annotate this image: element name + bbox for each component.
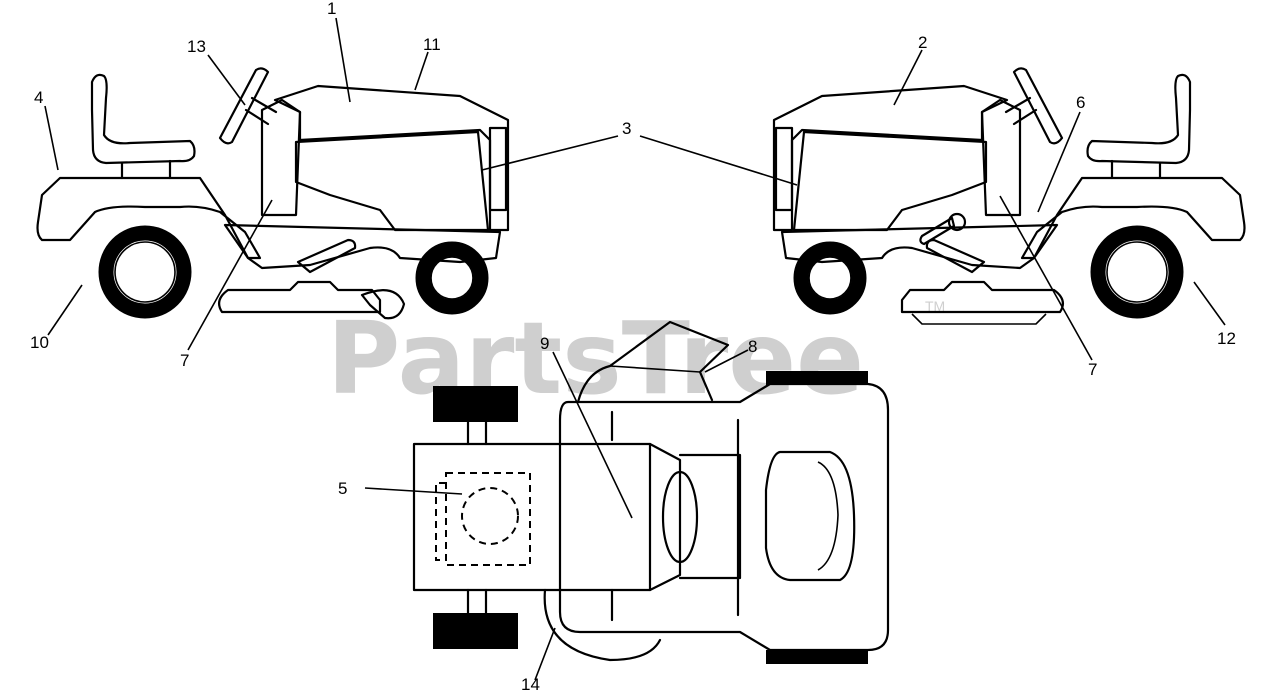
top-discharge-chute <box>576 320 730 404</box>
dash-console <box>260 98 302 217</box>
frame <box>223 223 502 270</box>
leader-10 <box>47 284 83 336</box>
callout-7-right: 7 <box>1088 360 1097 379</box>
mower-deck <box>900 280 1065 314</box>
seat-post <box>120 159 172 180</box>
rear-wheel <box>1090 225 1184 319</box>
watermark-trademark: TM <box>925 298 945 314</box>
dash-console <box>980 98 1022 217</box>
leader-3b <box>639 135 798 186</box>
leader-13 <box>207 54 246 106</box>
callout-12: 12 <box>1217 329 1236 348</box>
front-wheel <box>793 241 867 315</box>
leader-11 <box>414 51 429 91</box>
top-deck <box>543 588 662 662</box>
leader-7a <box>187 199 273 351</box>
rear-fender <box>1020 176 1246 260</box>
callout-7-left: 7 <box>180 351 189 370</box>
leader-4 <box>44 105 59 171</box>
decal-outline-left <box>435 482 446 561</box>
tractor-right-side-view <box>772 67 1246 325</box>
front-axle <box>466 420 488 615</box>
tractor-left-side-view <box>36 67 510 320</box>
leader-3a <box>481 135 619 171</box>
front-tire-bottom <box>433 613 518 649</box>
rear-hub <box>114 241 176 303</box>
top-hood <box>412 442 682 592</box>
deck-skirt <box>911 313 1047 325</box>
console-top <box>678 453 742 580</box>
callout-14: 14 <box>521 675 540 694</box>
seat-cushion-line <box>817 461 839 571</box>
rear-body <box>558 382 890 652</box>
frame <box>780 223 1059 270</box>
callout-3: 3 <box>622 119 631 138</box>
seat-post <box>1110 159 1162 180</box>
callout-9: 9 <box>540 334 549 353</box>
decal-outline <box>445 472 531 566</box>
tractor-top-view <box>412 320 890 664</box>
steering-wheel <box>1012 67 1064 145</box>
steering-column <box>1004 96 1038 126</box>
callout-2: 2 <box>918 33 927 52</box>
callout-5: 5 <box>338 479 347 498</box>
seat-back <box>1086 73 1192 165</box>
decal-circle <box>461 487 519 545</box>
steering-column <box>244 96 278 126</box>
leader-9 <box>552 351 633 519</box>
key-lever <box>919 216 956 246</box>
watermark-text: PartsTree <box>327 300 864 417</box>
callout-13: 13 <box>187 37 206 56</box>
seat-back <box>90 73 196 165</box>
rear-wheel <box>98 225 192 319</box>
grille <box>488 126 508 212</box>
leader-7b <box>999 195 1093 361</box>
leader-12 <box>1193 281 1226 326</box>
callout-10: 10 <box>30 333 49 352</box>
front-hub <box>808 256 852 300</box>
hood <box>772 84 1009 232</box>
callout-6: 6 <box>1076 93 1085 112</box>
leader-1 <box>335 17 351 103</box>
callout-labels: 1 2 3 4 5 6 7 7 8 9 10 11 12 13 14 <box>30 0 1236 694</box>
discharge-chute <box>360 289 406 320</box>
pedal <box>296 238 357 274</box>
rear-hub <box>1106 241 1168 303</box>
rear-fender <box>36 176 262 260</box>
leader-lines <box>44 17 1226 681</box>
hood <box>273 84 510 232</box>
key-knob <box>947 212 967 232</box>
front-hub <box>430 256 474 300</box>
rear-tire-bottom <box>766 650 868 664</box>
grille <box>774 126 794 212</box>
mower-deck <box>217 280 382 314</box>
leader-2 <box>893 49 923 106</box>
callout-8: 8 <box>748 337 757 356</box>
leader-5 <box>364 487 463 495</box>
callout-1: 1 <box>327 0 336 18</box>
rear-tire-top <box>766 371 868 385</box>
callout-4: 4 <box>34 88 43 107</box>
leader-8 <box>704 349 749 373</box>
front-wheel <box>415 241 489 315</box>
hood-side <box>294 130 490 232</box>
pedal <box>925 238 986 274</box>
front-tire-top <box>433 386 518 422</box>
callout-11: 11 <box>423 35 441 54</box>
steering-wheel-top <box>661 470 699 564</box>
watermark: PartsTree TM <box>327 298 945 417</box>
top-seat <box>764 450 856 582</box>
hood-side <box>792 130 988 232</box>
chute-crease <box>609 365 701 373</box>
leader-6 <box>1037 111 1081 213</box>
steering-wheel <box>218 67 270 145</box>
leader-14 <box>534 627 556 681</box>
